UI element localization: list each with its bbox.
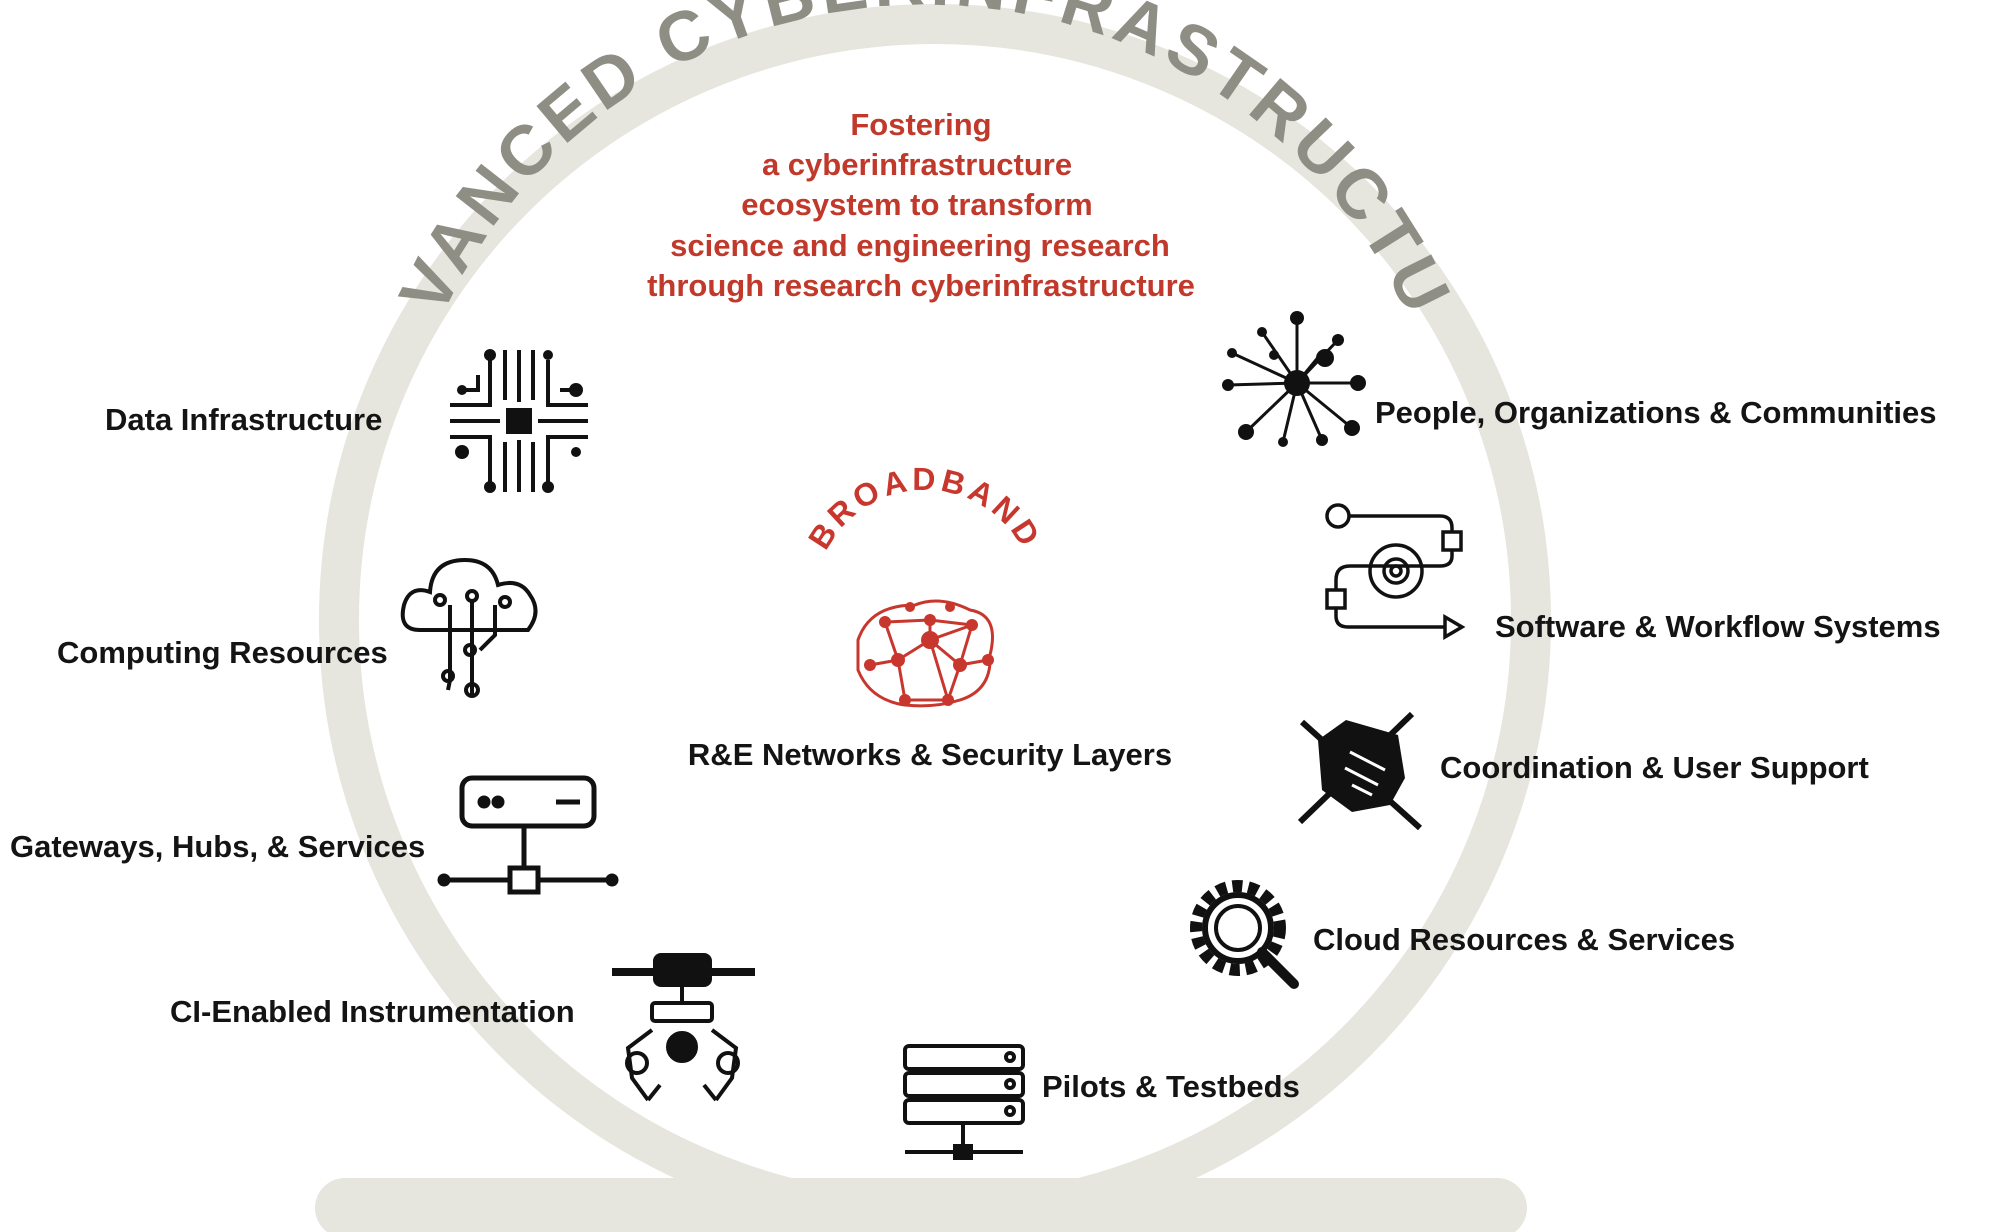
mission-line-3: ecosystem to transform (741, 187, 1092, 222)
label-cloud-resources-services: Cloud Resources & Services (1313, 922, 1735, 957)
server-rack-icon (903, 1044, 1025, 1160)
mission-statement: Fostering a cyberinfrastructure ecosyste… (647, 107, 1195, 303)
ring-base (315, 1178, 1527, 1232)
network-server-icon (437, 775, 619, 895)
circuit-chip-icon (450, 349, 588, 493)
hub-network-icon (1222, 311, 1366, 447)
gear-magnifier-icon (1190, 880, 1299, 989)
brain-network-icon (856, 599, 994, 708)
mission-line-5: through research cyberinfrastructure (647, 268, 1195, 303)
center-label: R&E Networks & Security Layers (688, 737, 1172, 772)
mission-line-1: Fostering (850, 107, 991, 142)
cloud-circuit-icon (400, 557, 538, 698)
label-people-organizations-communities: People, Organizations & Communities (1375, 395, 1937, 430)
broadband-badge: BROADBAND (801, 461, 1049, 555)
robotic-arm-icon (612, 953, 755, 1102)
handshake-icon (1297, 711, 1423, 831)
mission-line-4: science and engineering research (670, 228, 1170, 263)
label-ci-enabled-instrumentation: CI-Enabled Instrumentation (170, 994, 575, 1029)
mission-line-2: a cyberinfrastructure (762, 147, 1072, 182)
label-coordination-user-support: Coordination & User Support (1440, 750, 1869, 785)
label-data-infrastructure: Data Infrastructure (105, 402, 382, 437)
workflow-gear-icon (1325, 503, 1466, 641)
label-computing-resources: Computing Resources (57, 635, 388, 670)
label-gateways-hubs-services: Gateways, Hubs, & Services (10, 829, 425, 864)
label-software-workflow-systems: Software & Workflow Systems (1495, 609, 1941, 644)
label-pilots-testbeds: Pilots & Testbeds (1042, 1069, 1300, 1104)
